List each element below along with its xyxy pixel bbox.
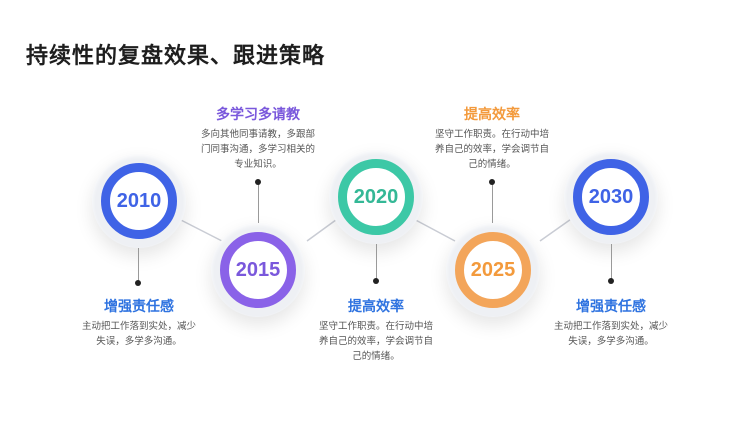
- milestone-text-2010: 增强责任感 主动把工作落到实处，减少失误，多学多沟通。: [74, 296, 204, 349]
- milestone-text-2025: 提高效率 坚守工作职责。在行动中培养自己的效率，学会调节自己的情绪。: [427, 104, 557, 172]
- circle-ring: 2020: [338, 159, 414, 235]
- pointer-line: [258, 182, 259, 223]
- year-label: 2025: [470, 258, 516, 281]
- year-label: 2015: [235, 258, 281, 281]
- circle-ring: 2030: [573, 159, 649, 235]
- milestone-description: 多向其他同事请教，多跟部门同事沟通，多学习相关的专业知识。: [200, 129, 315, 170]
- connector-line: [174, 216, 223, 242]
- pointer-line: [138, 248, 139, 282]
- milestone-text-2030: 增强责任感 主动把工作落到实处，减少失误，多学多沟通。: [546, 296, 676, 349]
- pointer-dot: [489, 179, 495, 185]
- pointer-line: [492, 182, 493, 223]
- connector-line: [409, 216, 456, 242]
- milestone-description: 主动把工作落到实处，减少失误，多学多沟通。: [81, 321, 196, 347]
- pointer-dot: [135, 280, 141, 286]
- pointer-line: [376, 244, 377, 280]
- circle-ring: 2015: [220, 232, 296, 308]
- circle-ring: 2010: [101, 163, 177, 239]
- milestone-text-2015: 多学习多请教 多向其他同事请教，多跟部门同事沟通，多学习相关的专业知识。: [193, 104, 323, 172]
- connector-line: [306, 216, 341, 242]
- milestone-text-2020: 提高效率 坚守工作职责。在行动中培养自己的效率，学会调节自己的情绪。: [311, 296, 441, 364]
- circle-ring: 2025: [455, 232, 531, 308]
- page-title: 持续性的复盘效果、跟进策略: [26, 44, 326, 69]
- year-label: 2010: [116, 189, 162, 212]
- pointer-dot: [255, 179, 261, 185]
- pointer-dot: [373, 278, 379, 284]
- pointer-line: [611, 244, 612, 280]
- year-label: 2020: [353, 185, 399, 208]
- milestone-description: 坚守工作职责。在行动中培养自己的效率，学会调节自己的情绪。: [434, 129, 549, 170]
- milestone-circle-2025: 2025: [446, 223, 540, 317]
- milestone-description: 坚守工作职责。在行动中培养自己的效率，学会调节自己的情绪。: [318, 321, 433, 362]
- milestone-heading: 提高效率: [464, 107, 520, 123]
- milestone-circle-2015: 2015: [211, 223, 305, 317]
- milestone-circle-2020: 2020: [329, 150, 423, 244]
- milestone-heading: 提高效率: [348, 299, 404, 315]
- pointer-dot: [608, 278, 614, 284]
- milestone-heading: 增强责任感: [104, 299, 174, 315]
- year-label: 2030: [588, 185, 634, 208]
- milestone-circle-2010: 2010: [92, 154, 186, 248]
- milestone-circle-2030: 2030: [564, 150, 658, 244]
- milestone-heading: 增强责任感: [576, 299, 646, 315]
- connector-line: [539, 216, 575, 242]
- milestone-heading: 多学习多请教: [216, 107, 300, 123]
- milestone-description: 主动把工作落到实处，减少失误，多学多沟通。: [553, 321, 668, 347]
